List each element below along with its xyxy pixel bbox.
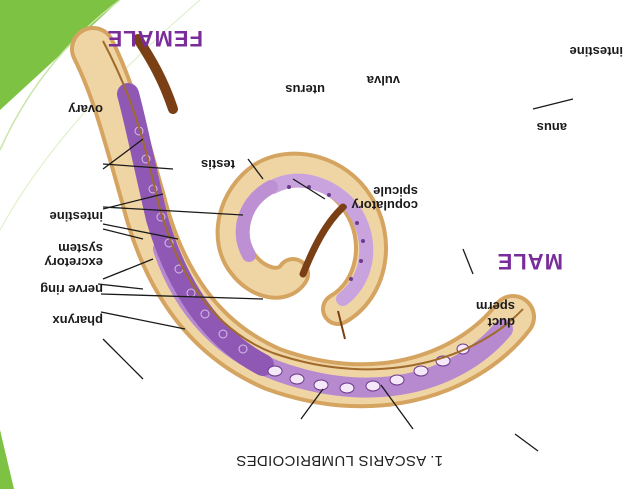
male-pharynx (299, 203, 347, 278)
figure-caption: 1. ASCARIS LUMBRICOIDES (236, 452, 443, 469)
label-intestine-female: intestine (569, 44, 623, 59)
male-sperm-duct (266, 173, 374, 306)
label-uterus: uterus (285, 82, 325, 97)
label-intestine-male: intestine (49, 209, 103, 224)
female-ovary-band (117, 83, 274, 376)
label-excretory-line2: system (58, 241, 103, 256)
label-copulatory-line2: spicule (373, 184, 418, 199)
label-excretory-line1: excretory (44, 255, 103, 270)
label-copulatory-line1: copulatory (351, 198, 418, 213)
label-sperm-line2: duct (487, 315, 515, 330)
egg-cells (267, 343, 470, 394)
label-nerve-ring: nerve ring (40, 282, 103, 297)
female-pharynx (133, 34, 178, 114)
female-label: FEMALE (106, 26, 203, 51)
label-pharynx: pharynx (52, 313, 103, 328)
sperm-dots (287, 185, 365, 281)
label-vulva: vulva (366, 73, 400, 88)
label-ovary: ovary (68, 102, 103, 117)
leader-lines (97, 98, 574, 452)
label-anus: anus (536, 120, 567, 135)
male-testis (235, 180, 278, 262)
male-label: MALE (496, 249, 563, 274)
label-testis: testis (201, 157, 235, 172)
label-sperm-line1: sperm (475, 299, 515, 314)
copulatory-spicule (337, 310, 346, 340)
